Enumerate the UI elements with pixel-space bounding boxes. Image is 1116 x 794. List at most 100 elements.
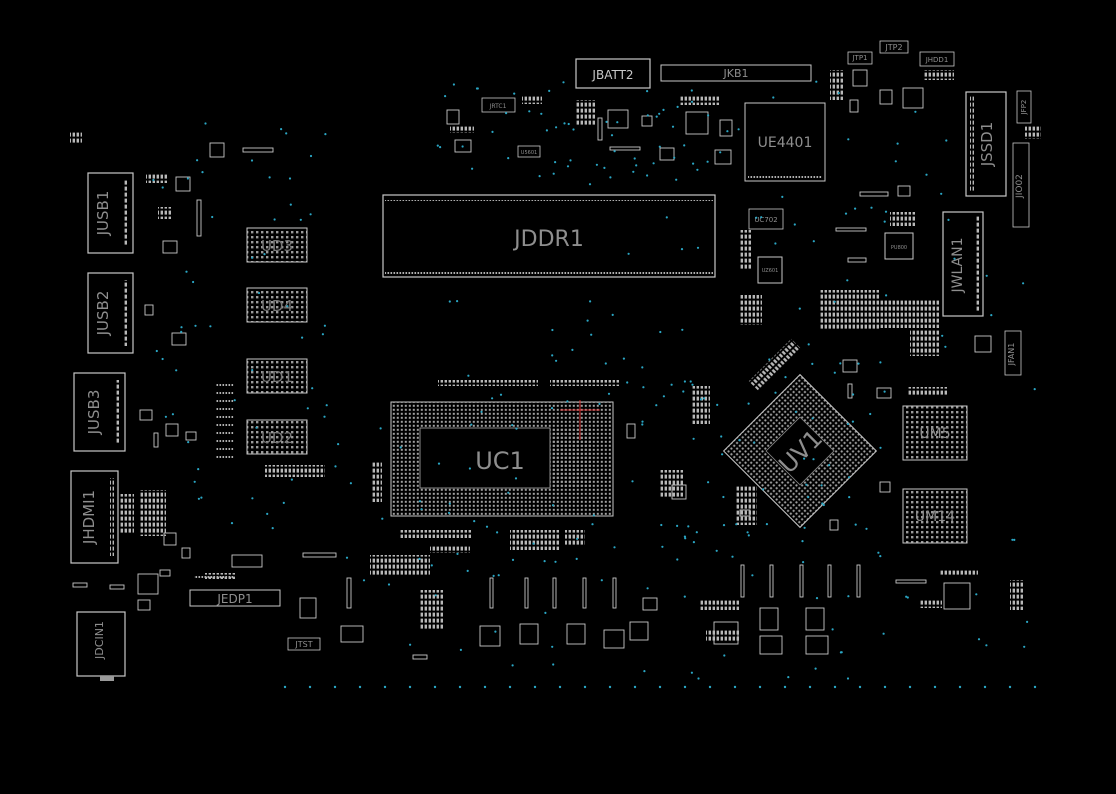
- via: [550, 407, 554, 410]
- via: [692, 437, 695, 440]
- via: [633, 685, 637, 689]
- dram-chip-ud3: UD3: [246, 227, 308, 263]
- via: [285, 132, 288, 135]
- via: [985, 644, 988, 647]
- vram-chip-um5: UM5: [902, 405, 968, 461]
- via: [204, 122, 207, 125]
- via: [283, 685, 287, 689]
- via: [592, 514, 596, 517]
- via: [251, 369, 254, 372]
- via: [196, 159, 199, 162]
- via: [945, 139, 948, 142]
- via: [676, 105, 679, 108]
- via: [532, 542, 535, 545]
- dram-chip-ud4: UD4: [246, 287, 308, 323]
- via: [452, 83, 455, 86]
- via: [731, 555, 734, 558]
- via: [333, 685, 337, 689]
- via: [586, 319, 589, 322]
- via: [696, 168, 699, 171]
- via: [334, 465, 337, 468]
- via: [622, 357, 626, 360]
- via: [720, 435, 723, 438]
- via: [733, 685, 737, 689]
- via: [562, 81, 565, 84]
- via: [558, 685, 562, 689]
- via: [706, 160, 709, 163]
- via: [299, 218, 302, 221]
- via: [193, 480, 196, 483]
- dram-chip-ud1-label: UD1: [261, 368, 293, 386]
- via: [746, 531, 749, 534]
- via: [699, 398, 703, 401]
- via: [692, 541, 696, 544]
- via: [811, 362, 814, 365]
- via: [869, 412, 872, 416]
- via: [383, 685, 387, 689]
- via: [726, 130, 729, 133]
- via: [439, 146, 442, 149]
- via: [308, 685, 312, 689]
- via: [828, 464, 831, 467]
- small-components: [72, 69, 992, 660]
- via: [420, 508, 423, 511]
- via: [613, 150, 616, 153]
- via: [758, 685, 762, 689]
- via: [192, 280, 195, 284]
- via: [626, 381, 629, 384]
- via: [877, 551, 880, 554]
- via: [755, 216, 758, 219]
- chip-uc702: UC702: [748, 208, 784, 230]
- via: [201, 171, 204, 174]
- via: [473, 520, 476, 523]
- via: [683, 144, 686, 147]
- via: [511, 424, 514, 427]
- via: [362, 579, 366, 582]
- dram-chip-ud1: UD1: [246, 358, 308, 394]
- wlan-connector: JWLAN1: [942, 211, 984, 317]
- via: [716, 403, 719, 406]
- via: [306, 407, 309, 410]
- via: [722, 495, 725, 499]
- via: [646, 174, 649, 177]
- via: [323, 324, 326, 327]
- via: [914, 110, 917, 113]
- via: [715, 549, 718, 552]
- via: [847, 138, 850, 141]
- via: [194, 324, 197, 327]
- via: [839, 362, 842, 365]
- chip-u5601: U5601: [517, 145, 541, 158]
- chip-pu800-label: PU800: [891, 245, 907, 251]
- via: [655, 404, 658, 407]
- via: [337, 443, 340, 446]
- via: [681, 328, 684, 331]
- via: [379, 427, 382, 430]
- via: [738, 439, 741, 442]
- via: [697, 677, 700, 680]
- via: [588, 183, 592, 186]
- via: [321, 333, 324, 336]
- via: [662, 108, 665, 111]
- via: [1033, 685, 1037, 689]
- via: [358, 685, 362, 689]
- ssd-connector-label: JSSD1: [978, 122, 996, 168]
- via: [821, 502, 824, 505]
- via: [566, 165, 570, 168]
- via: [933, 685, 937, 689]
- via: [540, 112, 543, 115]
- via: [846, 422, 850, 426]
- via: [266, 512, 269, 516]
- via: [607, 392, 611, 395]
- via: [572, 128, 575, 131]
- via: [722, 524, 726, 527]
- via: [985, 274, 988, 277]
- via: [820, 484, 823, 487]
- via: [611, 313, 614, 316]
- via: [444, 95, 447, 98]
- via: [566, 400, 569, 403]
- via: [844, 212, 848, 215]
- via: [707, 481, 710, 484]
- via: [925, 173, 928, 176]
- via: [616, 121, 619, 124]
- via: [433, 685, 437, 689]
